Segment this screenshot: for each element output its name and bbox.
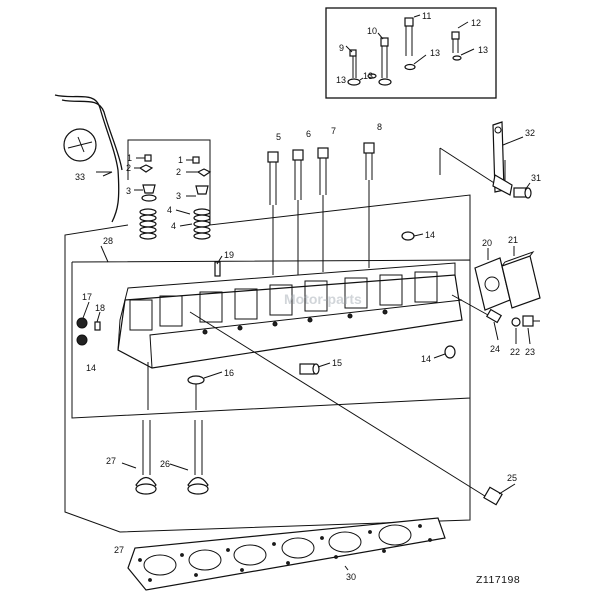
head-gasket-30 [127,517,446,591]
dowel-pin-19 [214,261,221,277]
callout-28: 28 [103,236,113,246]
drawing-code: Z117198 [476,574,520,586]
callout-12: 12 [471,18,481,28]
callout-4: 4 [167,205,172,215]
callout-10: 10 [367,26,377,36]
callout-21: 21 [508,235,518,245]
callout-15: 15 [332,358,342,368]
reference-panels [64,139,506,533]
callout-13: 13 [430,48,440,58]
callout-18: 18 [95,303,105,313]
bolt-12 [451,31,460,53]
callout-30: 30 [346,572,356,582]
valve-train-left [138,154,157,240]
bolt-23 [522,315,540,327]
valve-27 [135,420,157,495]
head-bolts [267,142,375,275]
sensor-33 [54,94,123,223]
callout-26: 26 [160,459,170,469]
plug-14-top [401,231,415,241]
callout-11: 11 [422,11,431,21]
callout-27: 27 [114,545,124,555]
valve-26 [187,420,209,495]
callout-2: 2 [176,167,181,177]
callout-31: 31 [531,173,541,183]
callout-20: 20 [482,238,492,248]
callout-2: 2 [126,163,131,173]
plug-17 [76,317,88,329]
watermark: Motor-parts [284,291,362,307]
cylinder-head [117,262,463,369]
bolt-8 [363,142,375,180]
callout-3: 3 [176,191,181,201]
callout-33: 33 [75,172,85,182]
callout-13: 13 [478,45,488,55]
callout-27: 27 [106,456,116,466]
plug-14-right [444,345,456,359]
callout-9: 9 [339,43,344,53]
callout-5: 5 [276,132,281,142]
callout-7: 7 [331,126,336,136]
bolt-25 [483,486,503,506]
callout-19: 19 [224,250,234,260]
bolt-7 [317,147,329,195]
cover-21 [501,250,541,309]
callout-labels: 1 2 3 4 1 2 3 4 5 6 7 8 9 10 11 12 13 13… [75,11,541,582]
leader-lines [82,136,531,571]
bolt-9 [347,49,361,86]
plug-15 [299,363,320,375]
bolt-10 [378,37,392,86]
callout-25: 25 [507,473,517,483]
bracket-32 [492,121,513,196]
bolt-5 [267,151,279,205]
callout-14: 14 [86,363,96,373]
callout-24: 24 [490,344,500,354]
callout-14: 14 [421,354,431,364]
valve-train-right [192,156,212,240]
pin-18 [94,321,101,331]
callout-13: 13 [363,71,373,81]
callout-1: 1 [127,153,132,163]
callout-17: 17 [82,292,92,302]
bolt-24 [485,308,503,324]
callout-4: 4 [171,221,176,231]
bolt-11 [404,17,414,56]
callout-23: 23 [525,347,535,357]
washer-16 [187,375,205,385]
callout-32: 32 [525,128,535,138]
washer-13-a [367,73,377,79]
bolt-31 [513,187,532,199]
washer-22 [511,317,521,327]
callout-13: 13 [336,75,346,85]
plug-14-left [76,334,88,346]
callout-16: 16 [224,368,234,378]
bolt-inset-box [325,7,497,99]
callout-14: 14 [425,230,435,240]
washer-13-c [452,55,462,61]
callout-22: 22 [510,347,520,357]
callout-1: 1 [178,155,183,165]
bolt-6 [292,149,304,200]
callout-8: 8 [377,122,382,132]
washer-13-b [404,63,416,71]
callout-6: 6 [306,129,311,139]
callout-3: 3 [126,186,131,196]
